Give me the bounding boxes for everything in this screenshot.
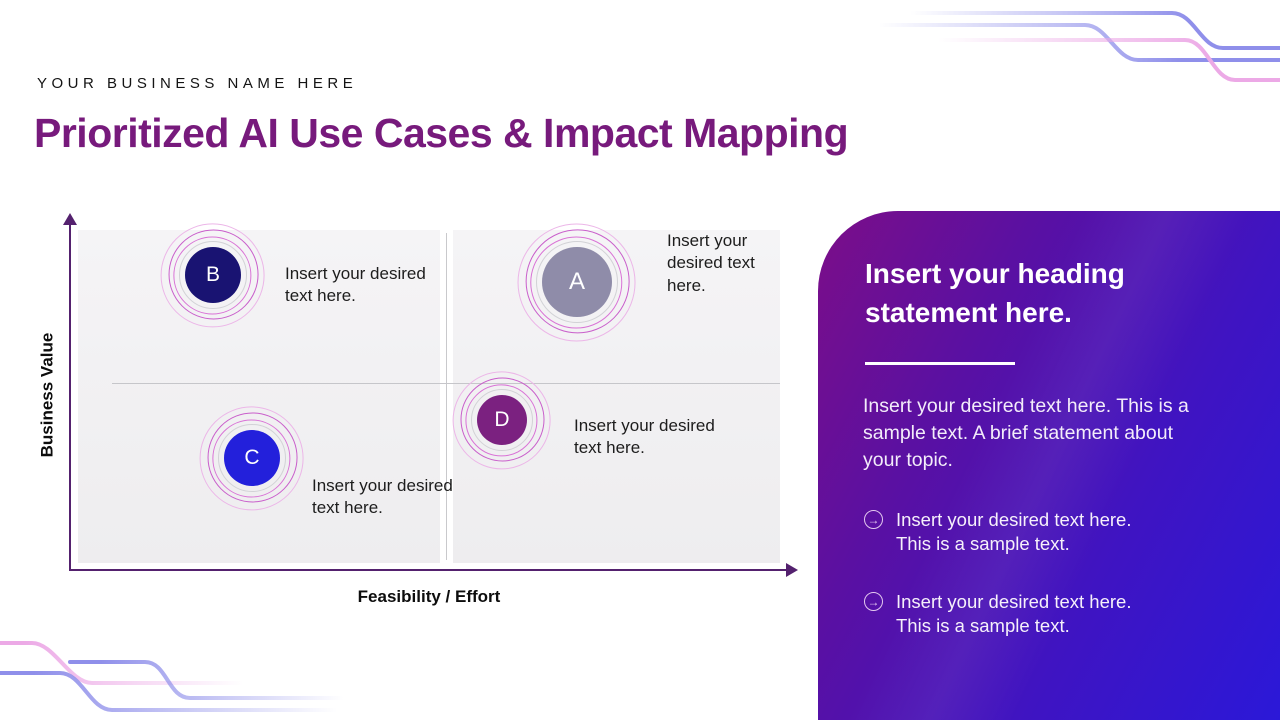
panel-divider [865,362,1015,365]
bullet-item: → Insert your desired text here. This is… [864,590,1144,638]
bubble-d-label: Insert your desired text here. [574,416,715,458]
x-axis-arrow-icon [786,563,798,577]
x-axis-line [69,569,787,571]
bullet-text: Insert your desired text here. This is a… [896,509,1132,555]
bullet-text: Insert your desired text here. This is a… [896,591,1132,637]
circled-right-arrow-icon: → [864,510,883,529]
bubble-letter: C [244,446,260,469]
bubble-c-label: Insert your desired text here. [312,476,453,518]
y-axis-label: Business Value [37,332,57,458]
y-axis-line [69,224,71,570]
matrix-bubble-c: C [199,406,304,511]
side-panel: Insert your heading statement here. Inse… [818,211,1280,720]
bubble-a-label: Insert your desired text here. [667,231,755,295]
business-name: YOUR BUSINESS NAME HERE [37,75,358,92]
bubble-letter: D [494,408,510,431]
page-title: Prioritized AI Use Cases & Impact Mappin… [34,110,849,156]
x-axis-label: Feasibility / Effort [357,587,501,606]
bubble-b-label: Insert your desired text here. [285,264,426,306]
decorative-lines-bottom-left [0,641,360,712]
matrix-bubble-d: D [452,371,551,470]
panel-heading: Insert your heading statement here. [865,258,1125,329]
circled-right-arrow-icon: → [864,592,883,611]
decorative-lines-top-right [880,11,1280,82]
bullet-item: → Insert your desired text here. This is… [864,508,1144,556]
matrix-bubble-b: B [160,223,265,328]
bubble-letter: A [568,268,585,295]
y-axis-arrow-icon [63,213,77,225]
matrix-horizontal-gridline [112,383,780,384]
panel-body-text: Insert your desired text here. This is a… [863,395,1189,471]
matrix-bubble-a: A [517,223,636,342]
matrix-vertical-gridline [446,233,447,560]
bubble-letter: B [205,263,220,286]
